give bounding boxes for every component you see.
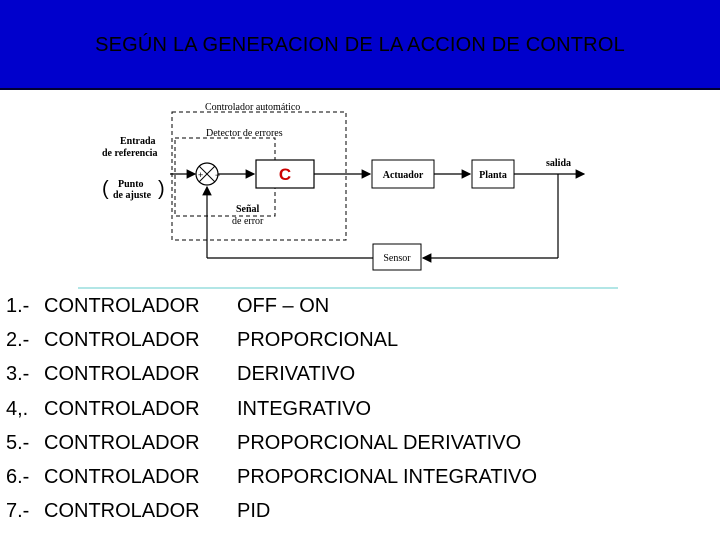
item-type: OFF – ON [237, 295, 330, 317]
setpoint-paren-right: ) [158, 178, 165, 200]
setpoint-line2: de ajuste [113, 190, 152, 201]
item-keyword: CONTROLADOR [44, 431, 200, 454]
plant-block [471, 159, 515, 189]
slide-title: SEGÚN LA GENERACION DE LA ACCION DE CONT… [95, 34, 625, 56]
sensor-label: Sensor [383, 253, 411, 264]
input-label-line1: Entrada [120, 136, 156, 147]
setpoint-paren-left: ( [102, 178, 109, 200]
controller-box [171, 111, 347, 241]
detector-label: Detector de errores [206, 128, 283, 139]
item-keyword: CONTROLADOR [44, 500, 200, 523]
list-item: 7.- CONTROLADOR PID [6, 497, 537, 531]
plus-sign: + [198, 170, 203, 180]
output-label: salida [546, 158, 571, 169]
title-bar: SEGÚN LA GENERACION DE LA ACCION DE CONT… [0, 0, 720, 90]
item-type: PROPORCIONAL DERIVATIVO [237, 431, 522, 454]
list-item: 5.- CONTROLADOR PROPORCIONAL DERIVATIVO [6, 429, 537, 463]
item-type: PROPORCIONAL INTEGRATIVO [237, 465, 538, 488]
item-type: DERIVATIVO [237, 363, 356, 386]
minus-sign: − [215, 170, 220, 180]
item-number: 7.- [6, 500, 30, 523]
item-keyword: CONTROLADOR [44, 397, 200, 420]
sensor-block [372, 243, 422, 271]
item-keyword: CONTROLADOR [44, 465, 200, 488]
detector-box [174, 137, 276, 217]
item-number: 6.- [6, 465, 30, 488]
controller-types-list: 1.- CONTROLADOR OFF – ON 2.- CONTROLADOR PROP… [6, 292, 537, 531]
item-number: 2.- [6, 329, 30, 352]
list-item: 1.- CONTROLADOR OFF – ON [6, 292, 537, 326]
c-block-label: C [279, 165, 291, 184]
input-label-line2: de referencia [102, 148, 157, 159]
item-keyword: CONTROLADOR [44, 329, 200, 352]
item-number: 3.- [6, 363, 30, 386]
plant-label: Planta [479, 170, 507, 181]
controller-label: Controlador automático [205, 102, 300, 113]
item-type: PID [237, 500, 271, 523]
list-item: 3.- CONTROLADOR DERIVATIVO [6, 360, 537, 394]
item-keyword: CONTROLADOR [44, 363, 200, 386]
list-item: 4,. CONTROLADOR INTEGRATIVO [6, 395, 537, 429]
error-label-line2: de error [232, 216, 264, 227]
actuator-label: Actuador [383, 170, 424, 181]
item-type: INTEGRATIVO [237, 397, 372, 420]
list-item: 6.- CONTROLADOR PROPORCIONAL INTEGRATIVO [6, 463, 537, 497]
error-label-line1: Señal [236, 204, 260, 215]
item-number: 4,. [6, 397, 29, 420]
control-block-diagram: Controlador automático Detector de error… [78, 90, 618, 290]
list-item: 2.- CONTROLADOR PROPORCIONAL [6, 326, 537, 360]
diagram-canvas: Controlador automático Detector de error… [78, 102, 618, 289]
item-number: 5.- [6, 431, 30, 454]
item-keyword: CONTROLADOR [44, 295, 200, 317]
setpoint-line1: Punto [118, 179, 144, 190]
item-number: 1.- [6, 295, 30, 317]
item-type: PROPORCIONAL [237, 329, 399, 352]
